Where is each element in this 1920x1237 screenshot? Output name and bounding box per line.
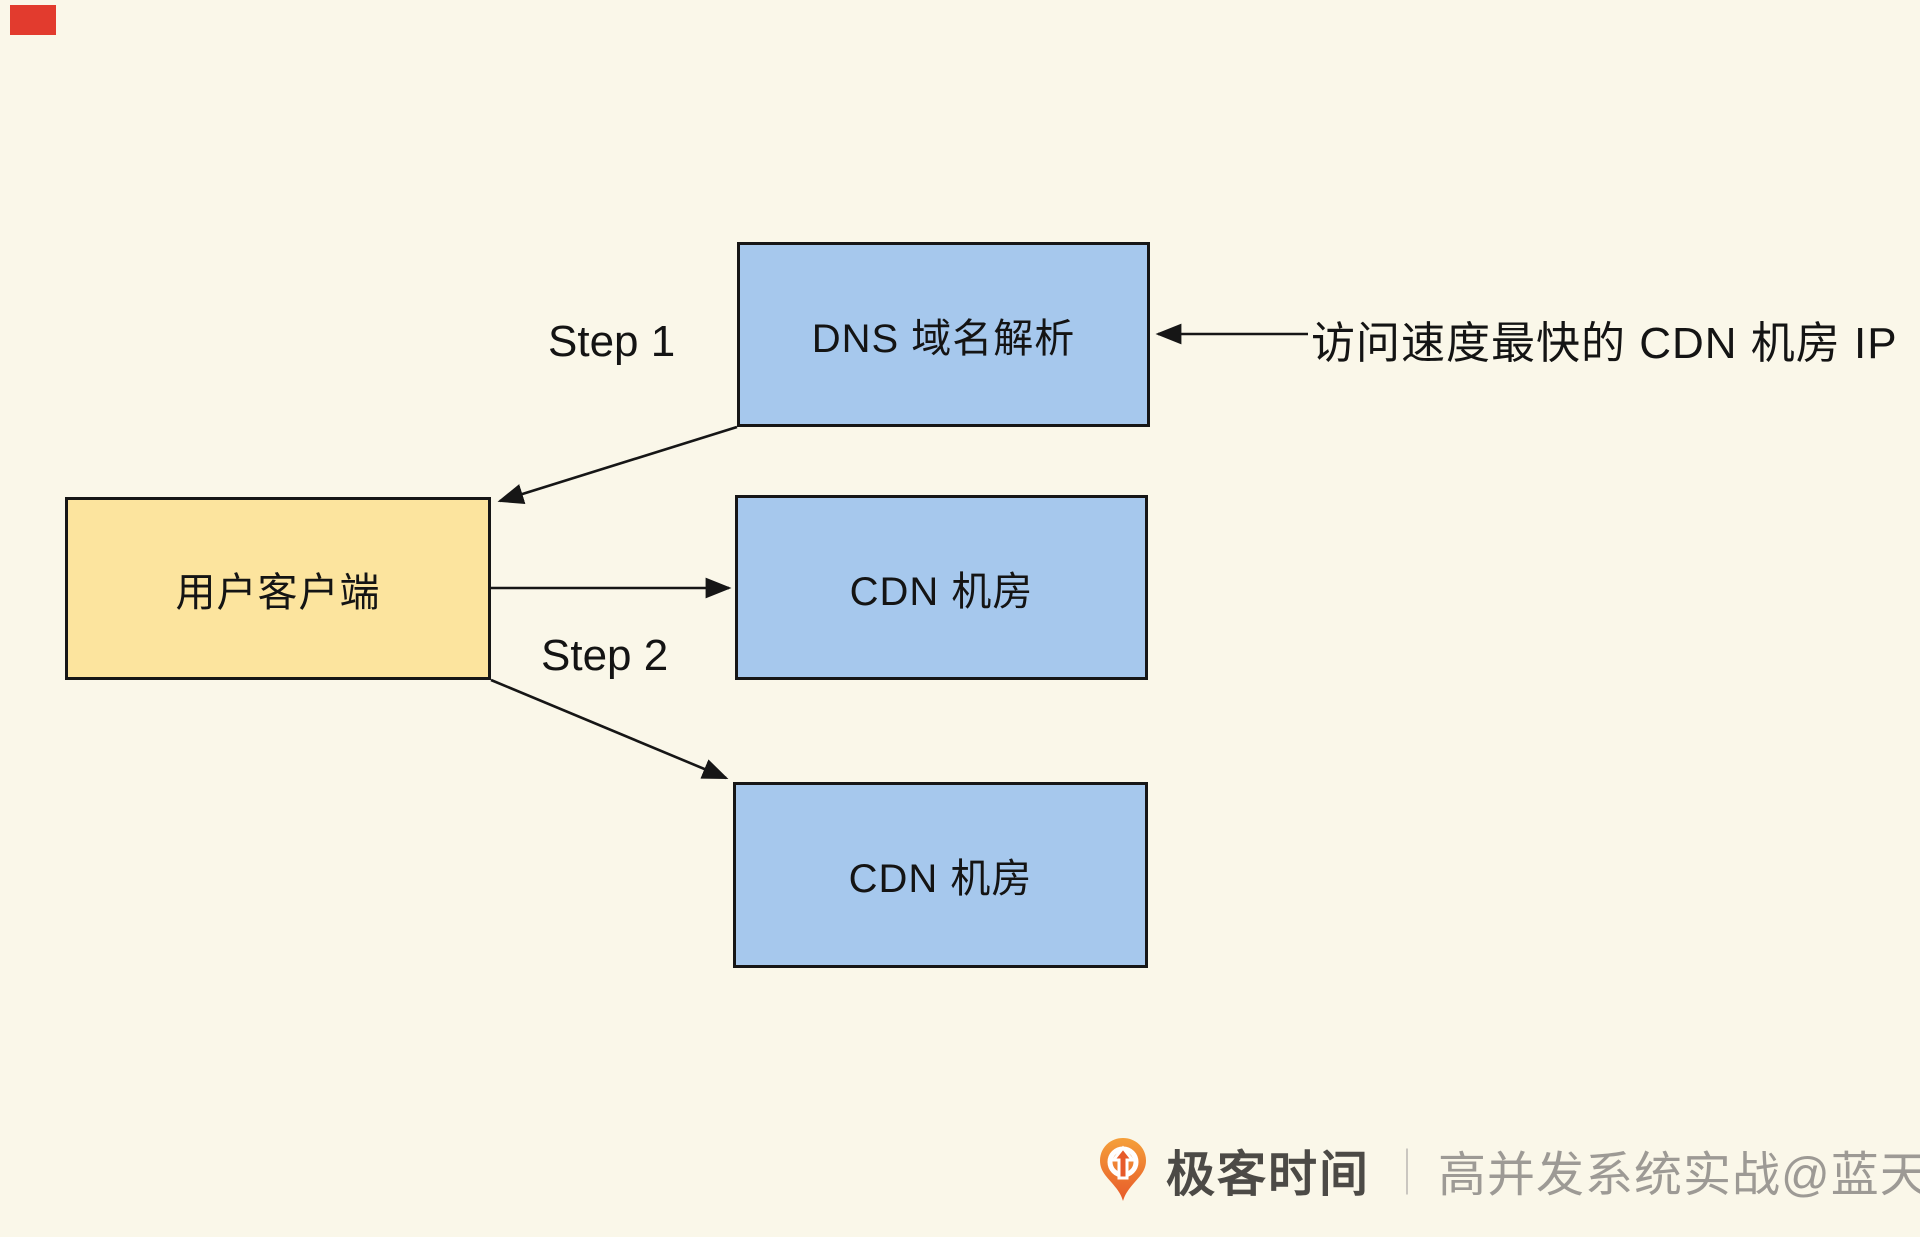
watermark-separator: ｜: [1384, 1147, 1431, 1199]
node-dns-resolver-label: DNS 域名解析: [811, 316, 1076, 361]
node-user-client: 用户客户端: [65, 497, 491, 680]
node-user-client-label: 用户客户端: [175, 570, 381, 615]
annotation-fastest-cdn-ip: 访问速度最快的 CDN 机房 IP: [1311, 319, 1898, 368]
arrow-dns-to-client: [497, 425, 738, 504]
node-dns-resolver: DNS 域名解析: [737, 242, 1150, 427]
arrow-client-to-cdn2: [490, 678, 729, 780]
label-step-1: Step 1: [548, 317, 676, 366]
watermark-brand: 极客时间: [1166, 1147, 1371, 1202]
node-cdn-room-2-label: CDN 机房: [848, 857, 1033, 901]
watermark: 极客时间 ｜ 高并发系统实战@蓝天: [1098, 1128, 1920, 1212]
geektime-logo-icon: [1100, 1138, 1146, 1201]
label-step-2: Step 2: [541, 631, 669, 680]
red-corner-marker: [10, 5, 56, 35]
watermark-credit: 高并发系统实战@蓝天: [1438, 1149, 1920, 1202]
node-cdn-room-1: CDN 机房: [735, 495, 1148, 680]
node-cdn-room-2: CDN 机房: [733, 782, 1148, 968]
node-cdn-room-1-label: CDN 机房: [849, 569, 1034, 614]
